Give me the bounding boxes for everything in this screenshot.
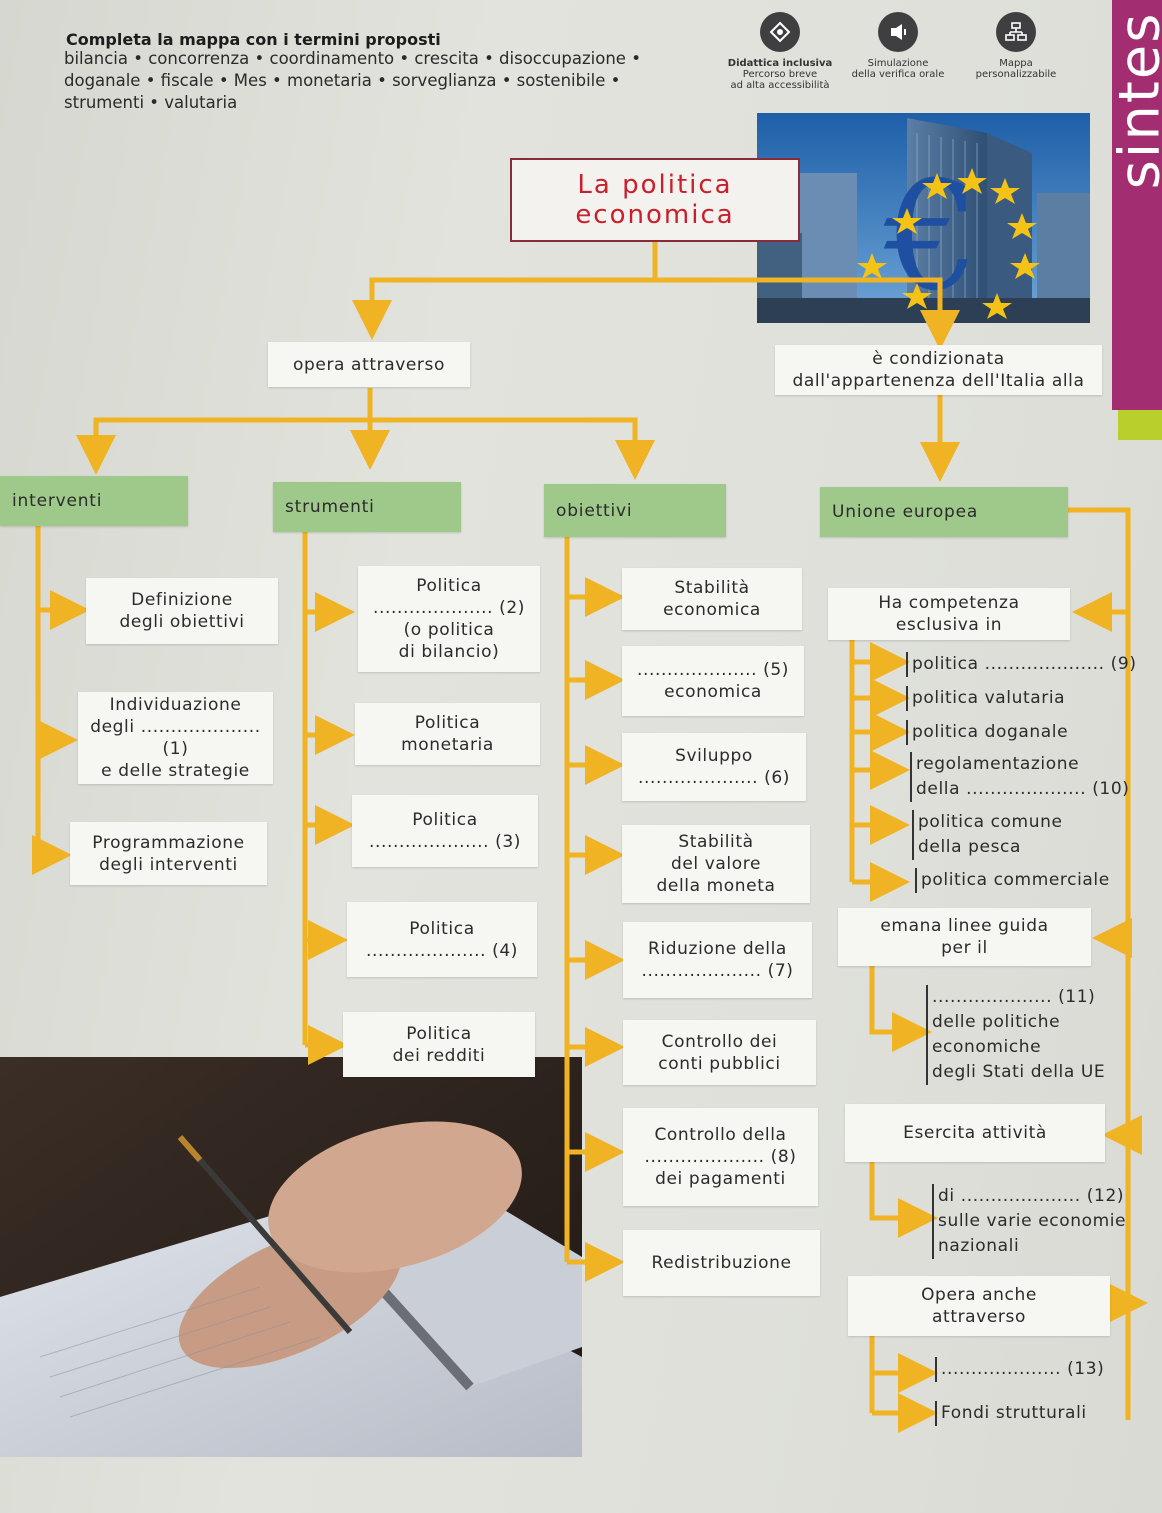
- ue-competenza-item: regolamentazione della .................…: [910, 752, 1141, 802]
- audio-icon: [878, 12, 918, 52]
- tool-sublabel: personalizzabile: [975, 69, 1057, 80]
- ue-attivita: Esercita attività: [845, 1104, 1105, 1162]
- ue-opera: Opera anche attraverso: [848, 1276, 1110, 1336]
- obiettivi-item: Stabilità del valore della moneta: [622, 825, 810, 903]
- link-opera-attraverso: opera attraverso: [268, 342, 470, 387]
- obiettivi-item: Sviluppo .................... (6): [622, 733, 806, 801]
- ue-competenza-item: politica commerciale: [915, 868, 1146, 893]
- tool-sublabel: ad alta accessibilità: [730, 80, 830, 91]
- ue-competenza-item: politica valutaria: [906, 686, 1112, 711]
- obiettivi-item: Controllo della .................... (8)…: [623, 1108, 818, 1206]
- strumenti-item: Politica .................... (3): [352, 795, 538, 867]
- strumenti-item: Politica monetaria: [355, 703, 540, 765]
- ue-opera-item: Fondi strutturali: [935, 1401, 1131, 1426]
- obiettivi-item: Controllo dei conti pubblici: [623, 1020, 816, 1085]
- ue-competenza-item: politica comune della pesca: [912, 810, 1118, 860]
- ue-competenza: Ha competenza esclusiva in: [828, 588, 1070, 640]
- obiettivi-item: .................... (5) economica: [622, 646, 804, 716]
- obiettivi-item: Riduzione della .................... (7): [623, 922, 812, 998]
- ue-competenza-item: politica doganale: [906, 720, 1112, 745]
- sidebar-accent: [1118, 410, 1162, 440]
- map-title: La politica economica: [510, 158, 800, 242]
- interventi-item: Individuazione degli ...................…: [78, 692, 273, 784]
- exercise-heading: Completa la mappa con i termini proposti: [66, 30, 441, 49]
- strumenti-item: Politica dei redditi: [343, 1012, 535, 1077]
- tool-custom-map[interactable]: Mappa personalizzabile: [966, 12, 1066, 80]
- map-icon: [996, 12, 1036, 52]
- strumenti-item: Politica .................... (2) (o pol…: [358, 566, 540, 672]
- interventi-item: Programmazione degli interventi: [70, 822, 267, 885]
- ue-competenza-item: politica .................... (9): [906, 652, 1137, 677]
- category-obiettivi: obiettivi: [544, 484, 726, 537]
- tool-inclusive-didactics[interactable]: Didattica inclusiva Percorso breve ad al…: [725, 12, 835, 91]
- exercise-word-list: bilancia • concorrenza • coordinamento •…: [64, 49, 641, 112]
- tool-label: Mappa: [999, 58, 1033, 69]
- category-strumenti: strumenti: [273, 482, 461, 532]
- tool-label: Simulazione: [867, 58, 929, 69]
- section-sidebar: [1112, 0, 1162, 410]
- interventi-item: Definizione degli obiettivi: [86, 578, 278, 644]
- obiettivi-item: Stabilità economica: [622, 568, 802, 630]
- link-condizionata: è condizionata dall'appartenenza dell'It…: [775, 345, 1102, 395]
- tool-oral-simulation[interactable]: Simulazione della verifica orale: [846, 12, 950, 80]
- obiettivi-item: Redistribuzione: [623, 1230, 820, 1296]
- ecb-photo: €: [757, 113, 1090, 323]
- tool-sublabel: della verifica orale: [851, 69, 945, 80]
- strumenti-item: Politica .................... (4): [347, 902, 537, 977]
- tool-sublabel: Percorso breve: [742, 69, 818, 80]
- ue-linee-guida-text: .................... (11) delle politich…: [926, 985, 1142, 1085]
- ue-opera-item: .................... (13): [935, 1357, 1121, 1382]
- category-interventi: interventi: [0, 476, 188, 526]
- ue-attivita-text: di .................... (12) sulle varie…: [932, 1184, 1162, 1259]
- ue-linee-guida: emana linee guida per il: [838, 908, 1091, 966]
- accessibility-icon: [760, 12, 800, 52]
- tool-label: Didattica inclusiva: [727, 58, 833, 69]
- category-unione-europea: Unione europea: [820, 487, 1068, 537]
- study-photo: [0, 1057, 582, 1457]
